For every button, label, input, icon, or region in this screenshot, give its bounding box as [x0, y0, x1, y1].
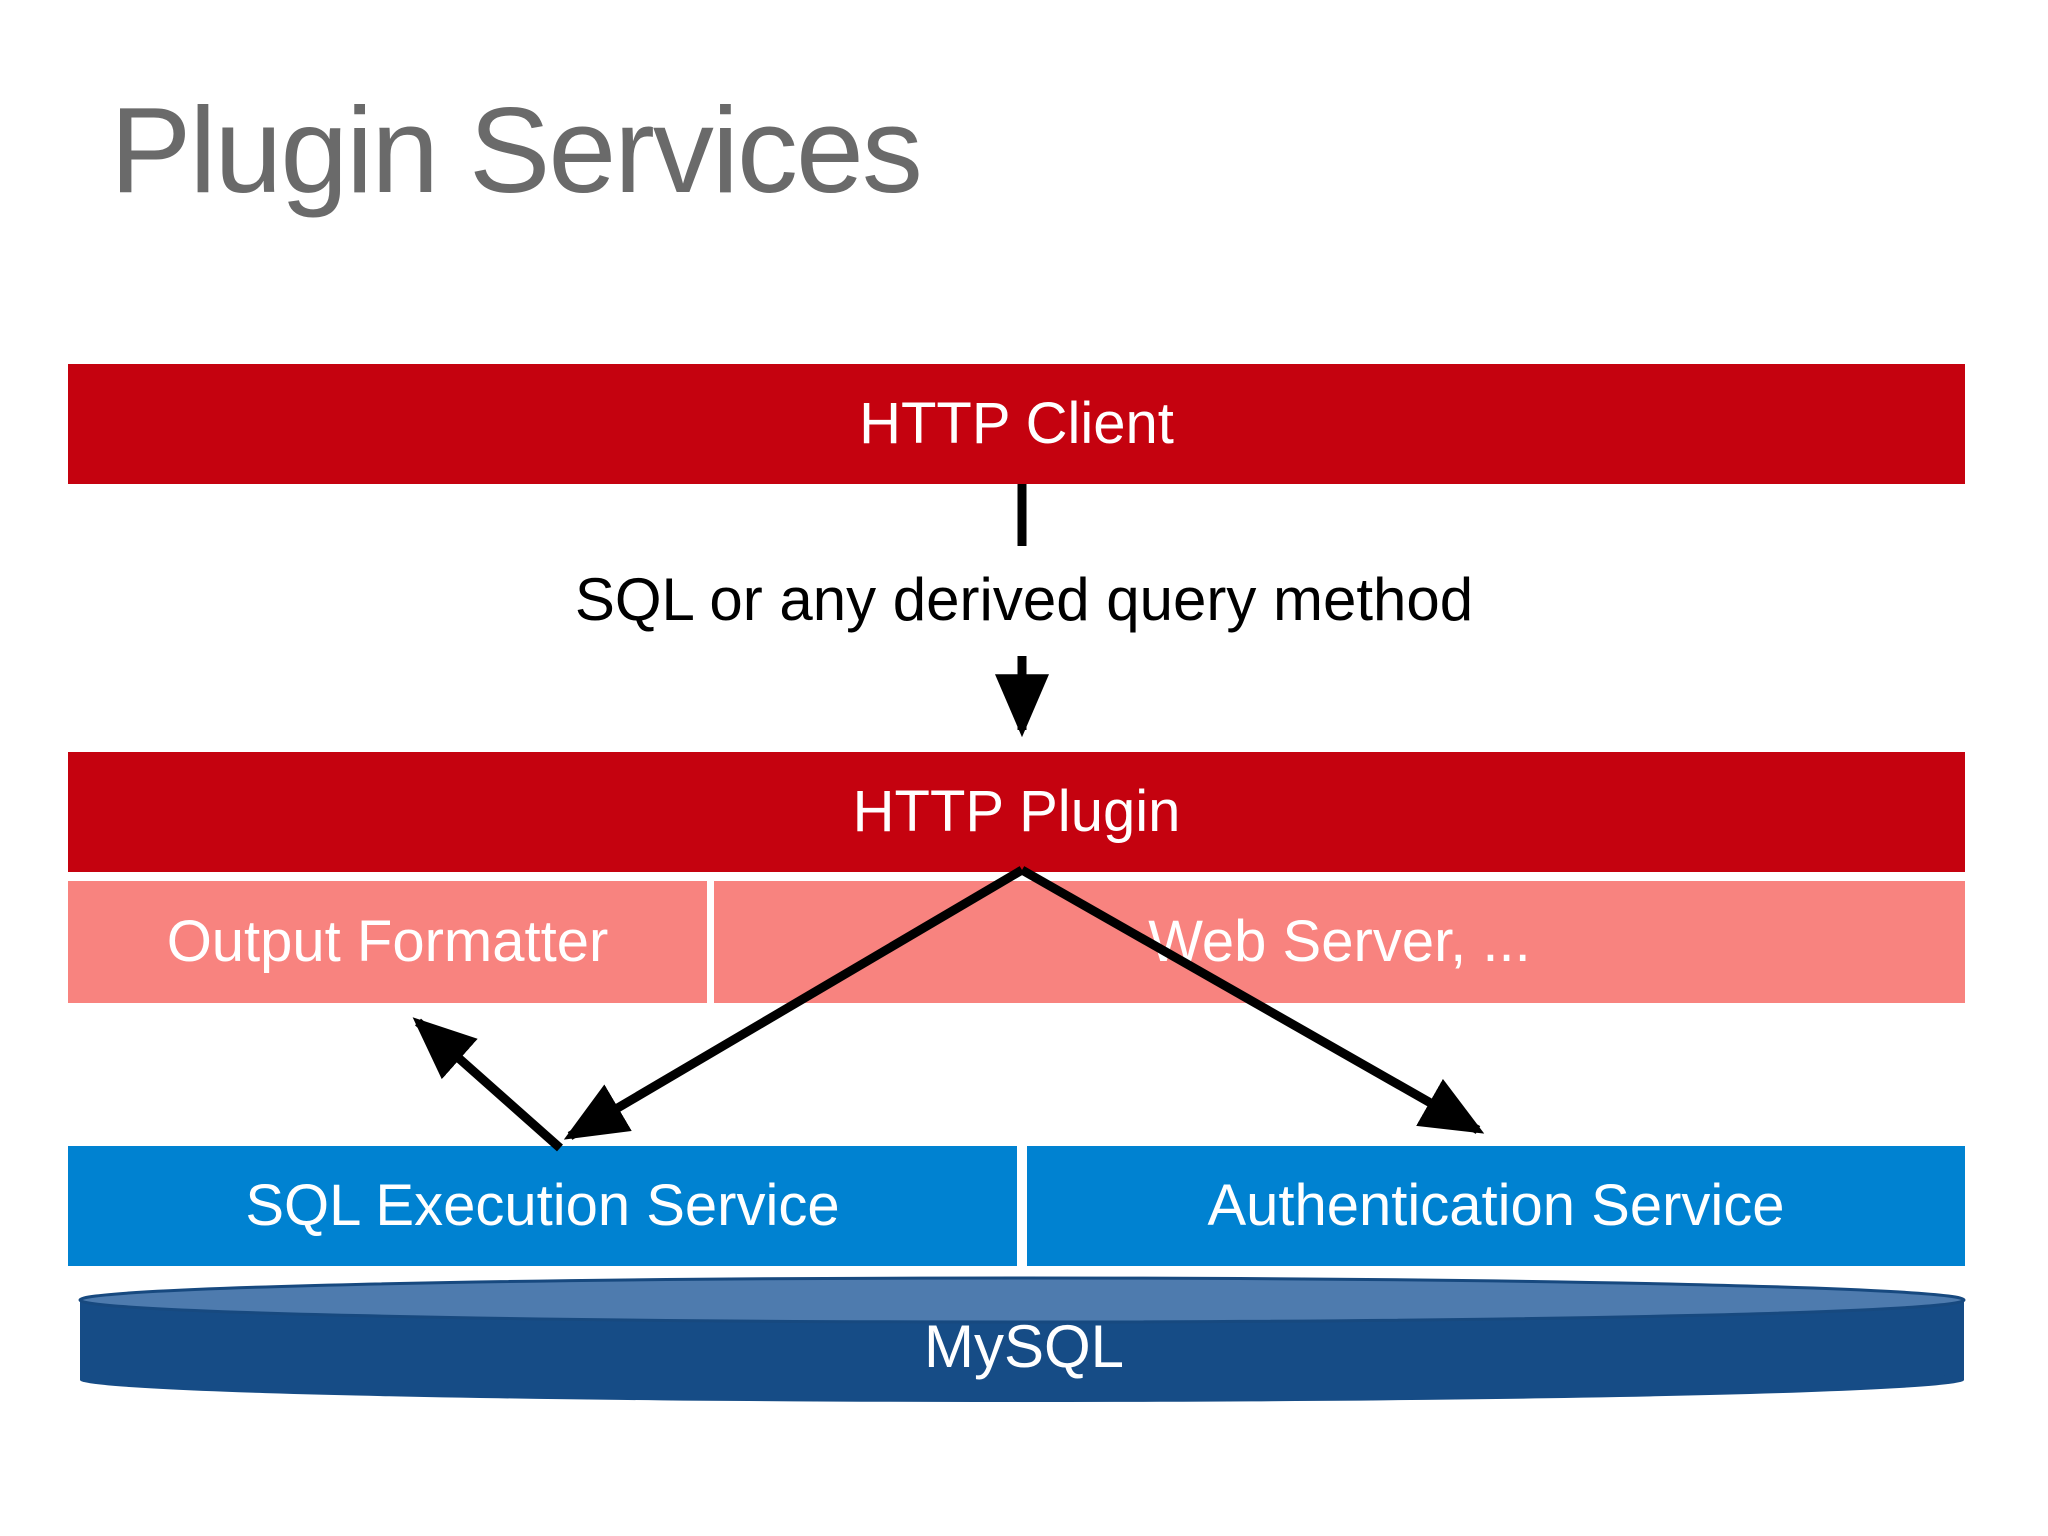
- web-server-label: Web Server, ...: [1148, 909, 1531, 974]
- mysql-label: MySQL: [923, 1313, 1125, 1380]
- web-server-bar: Web Server, ...: [714, 881, 1965, 1003]
- http-client-bar: HTTP Client: [68, 364, 1965, 484]
- output-formatter-bar: Output Formatter: [68, 881, 707, 1003]
- http-plugin-bar: HTTP Plugin: [68, 752, 1965, 872]
- query-method-label: SQL or any derived query method: [574, 566, 1474, 633]
- sql-execution-service-label: SQL Execution Service: [245, 1173, 840, 1238]
- output-formatter-label: Output Formatter: [166, 909, 609, 974]
- authentication-service-bar: Authentication Service: [1027, 1146, 1965, 1266]
- page-title: Plugin Services: [110, 82, 923, 218]
- authentication-service-label: Authentication Service: [1207, 1173, 1785, 1238]
- arrow-sql-execution-to-output-formatter: [412, 1017, 563, 1152]
- http-client-label: HTTP Client: [859, 391, 1174, 456]
- sql-execution-service-bar: SQL Execution Service: [68, 1146, 1017, 1266]
- http-plugin-label: HTTP Plugin: [852, 779, 1181, 844]
